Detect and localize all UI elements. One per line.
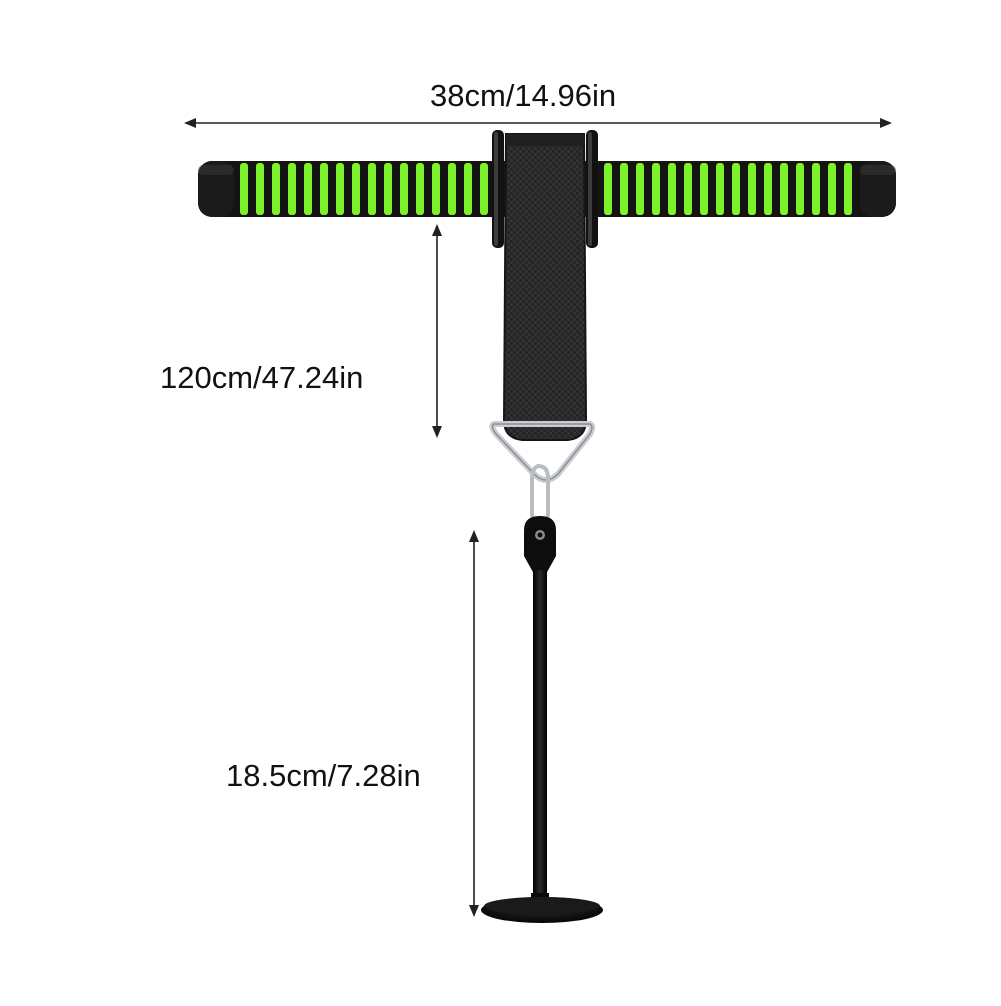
grip-stripe	[272, 163, 280, 215]
grip-stripes-right	[604, 163, 852, 215]
grip-stripe	[684, 163, 692, 215]
grip-stripe	[764, 163, 772, 215]
grip-stripe	[416, 163, 424, 215]
grip-stripe	[780, 163, 788, 215]
grip-stripe	[828, 163, 836, 215]
grip-stripe	[240, 163, 248, 215]
grip-stripe	[368, 163, 376, 215]
grip-stripe	[844, 163, 852, 215]
grip-stripe	[668, 163, 676, 215]
grip-stripe	[716, 163, 724, 215]
strap-length-label: 120cm/47.24in	[160, 360, 364, 395]
grip-stripe	[700, 163, 708, 215]
grip-stripe	[336, 163, 344, 215]
grip-stripe	[464, 163, 472, 215]
rod-length-label: 18.5cm/7.28in	[226, 758, 421, 793]
grip-stripe	[384, 163, 392, 215]
grip-stripe	[448, 163, 456, 215]
bar-width-label: 38cm/14.96in	[430, 78, 617, 113]
grip-stripe	[304, 163, 312, 215]
grip-stripe	[636, 163, 644, 215]
grip-stripe	[796, 163, 804, 215]
webbing-strap-icon	[502, 133, 588, 441]
grip-stripe	[620, 163, 628, 215]
grip-stripe	[320, 163, 328, 215]
grip-stripe	[748, 163, 756, 215]
grip-stripe	[352, 163, 360, 215]
grip-stripe	[432, 163, 440, 215]
grip-stripe	[256, 163, 264, 215]
grip-stripe	[288, 163, 296, 215]
grip-stripe	[400, 163, 408, 215]
grip-stripe	[480, 163, 488, 215]
grip-stripe	[732, 163, 740, 215]
loading-pin-icon	[481, 516, 603, 923]
grip-stripe	[652, 163, 660, 215]
grip-stripe	[604, 163, 612, 215]
grip-stripe	[812, 163, 820, 215]
grip-stripes-left	[240, 163, 488, 215]
hub-discs	[492, 130, 598, 248]
